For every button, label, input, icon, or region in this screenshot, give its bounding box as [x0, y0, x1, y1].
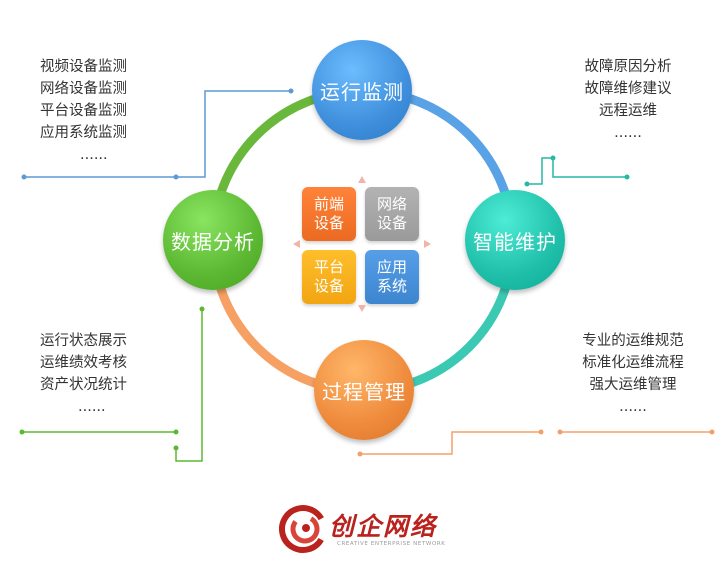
list-item: 视频设备监测	[40, 59, 127, 75]
node-smart-maintenance-label: 智能维护	[473, 229, 557, 254]
list-item: ......	[78, 399, 106, 415]
tile-front-end-devices-line1: 前端	[313, 195, 344, 213]
tile-application-systems-line1: 应用	[376, 258, 407, 276]
list-monitoring-items: 视频设备监测 网络设备监测 平台设备监测 应用系统监测 ......	[40, 56, 127, 166]
node-run-monitoring-label: 运行监测	[320, 79, 404, 104]
cross-arrow-up	[358, 176, 366, 183]
node-run-monitoring: 运行监测	[312, 40, 412, 140]
list-item: 运行状态展示	[40, 333, 127, 349]
tile-platform-devices-line2: 设备	[313, 277, 344, 295]
tile-front-end-devices-line2: 设备	[313, 214, 344, 232]
list-analysis-items: 运行状态展示 运维绩效考核 资产状况统计 ......	[40, 330, 127, 418]
node-data-analysis: 数据分析	[163, 190, 263, 290]
list-item: 强大运维管理	[589, 377, 677, 393]
list-item: 专业的运维规范	[582, 333, 684, 349]
tile-network-devices: 网络 设备	[365, 187, 419, 241]
connector-top-left	[24, 90, 291, 178]
list-item: 运维绩效考核	[40, 355, 127, 371]
tile-application-systems-line2: 系统	[376, 277, 407, 295]
list-item: ......	[614, 125, 642, 141]
node-process-management-label: 过程管理	[322, 379, 406, 404]
company-logo: 创企网络 CREATIVE ENTERPRISE NETWORK	[279, 499, 469, 559]
node-process-management: 过程管理	[314, 340, 414, 440]
list-item: 故障维修建议	[584, 81, 672, 97]
tile-network-devices-line1: 网络	[376, 195, 407, 213]
tile-network-devices-line2: 设备	[376, 214, 407, 232]
list-item: 故障原因分析	[584, 59, 672, 75]
logo-mark-icon	[279, 505, 327, 553]
node-smart-maintenance: 智能维护	[465, 190, 565, 290]
connector-top-right	[527, 157, 627, 185]
cross-arrow-down	[358, 305, 366, 312]
list-item: ......	[619, 399, 647, 415]
tile-front-end-devices: 前端 设备	[302, 187, 356, 241]
tile-application-systems: 应用 系统	[365, 250, 419, 304]
logo-brand-name: 创企网络	[329, 512, 438, 541]
cross-arrow-left	[293, 240, 300, 248]
list-item: 标准化运维流程	[582, 355, 684, 371]
list-item: 应用系统监测	[40, 125, 127, 141]
cross-arrow-right	[424, 240, 431, 248]
tile-platform-devices-line1: 平台	[313, 258, 344, 276]
connector-bottom-left	[22, 309, 203, 462]
tile-platform-devices: 平台 设备	[302, 250, 356, 304]
node-data-analysis-label: 数据分析	[171, 229, 255, 254]
connector-bottom-right	[360, 431, 712, 455]
list-item: ......	[80, 147, 108, 163]
logo-tagline: CREATIVE ENTERPRISE NETWORK	[337, 541, 446, 547]
list-item: 平台设备监测	[40, 103, 127, 119]
list-management-items: 专业的运维规范 标准化运维流程 强大运维管理 ......	[566, 330, 700, 418]
list-maintenance-items: 故障原因分析 故障维修建议 远程运维 ......	[565, 56, 691, 144]
list-item: 远程运维	[599, 103, 657, 119]
list-item: 资产状况统计	[40, 377, 127, 393]
list-item: 网络设备监测	[40, 81, 127, 97]
